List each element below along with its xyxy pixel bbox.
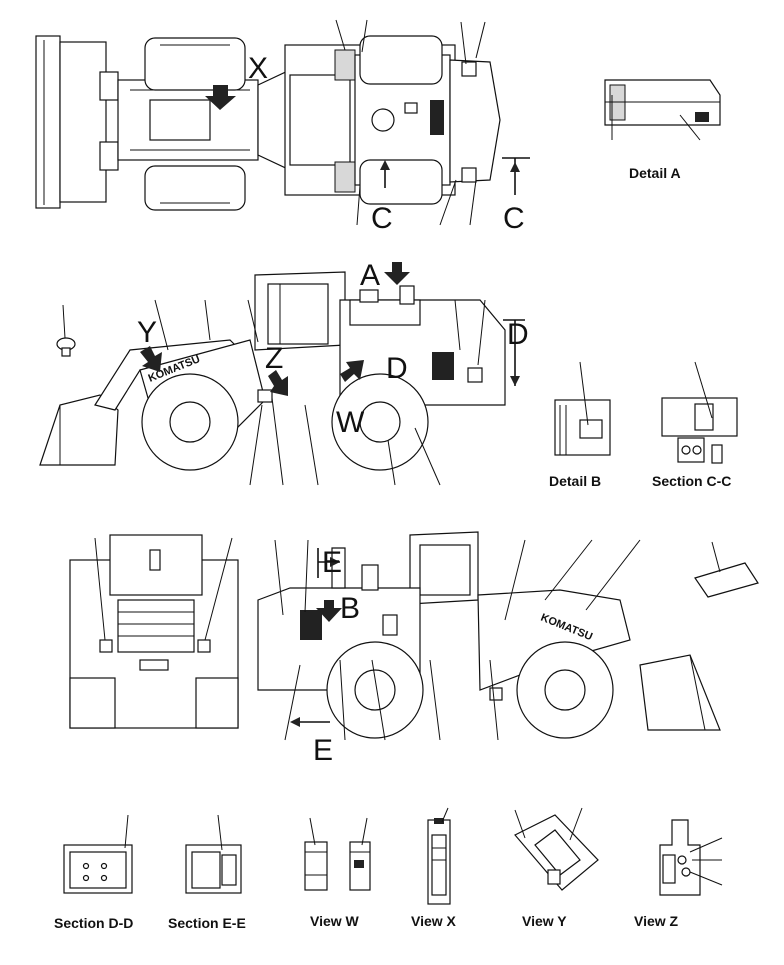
view-y-drawing — [514, 807, 599, 891]
letter-z: Z — [265, 342, 283, 375]
view-z-arrow — [268, 370, 288, 396]
detail-a-caption: Detail A — [629, 165, 681, 181]
view-w-caption: View W — [310, 913, 360, 929]
top-view-machine — [35, 35, 501, 211]
letter-d: D — [507, 318, 529, 351]
section-dd-caption: Section D-D — [54, 915, 133, 931]
detail-b-caption: Detail B — [549, 473, 601, 489]
letter-w: W — [336, 406, 365, 439]
letter-x: X — [248, 52, 268, 85]
letter-b: B — [340, 592, 360, 625]
view-z-drawing — [659, 819, 723, 896]
rear-view-machine — [69, 534, 239, 729]
side-view-left-machine: KOMATSU — [39, 271, 506, 471]
section-ee-caption: Section E-E — [168, 915, 246, 931]
section-ee-drawing — [185, 814, 242, 894]
view-x-drawing — [427, 807, 451, 905]
letter-y: Y — [137, 316, 157, 349]
letter-e-top: E — [322, 546, 342, 579]
section-cc-caption: Section C-C — [652, 473, 731, 489]
letter-c-right: C — [503, 202, 525, 235]
view-w-arrow — [340, 360, 364, 382]
side-view-right-machine: KOMATSU — [257, 531, 721, 739]
letter-d-inline: D — [386, 352, 408, 385]
detail-b-arrow — [316, 600, 342, 622]
detail-b-drawing — [554, 361, 611, 456]
letter-c-left: C — [371, 202, 393, 235]
view-x-caption: View X — [411, 913, 457, 929]
decal-sheet — [694, 562, 759, 598]
letter-a: A — [360, 259, 380, 292]
view-y-arrow — [140, 346, 162, 372]
view-x-arrow — [205, 85, 236, 110]
detail-a-arrow — [384, 262, 410, 285]
letter-e-bottom: E — [313, 734, 333, 767]
view-z-caption: View Z — [634, 913, 679, 929]
section-cc-drawing — [661, 361, 738, 464]
detail-a-drawing — [604, 79, 721, 141]
view-w-drawing — [304, 817, 371, 891]
view-y-caption: View Y — [522, 913, 567, 929]
section-dd-drawing — [63, 814, 133, 894]
